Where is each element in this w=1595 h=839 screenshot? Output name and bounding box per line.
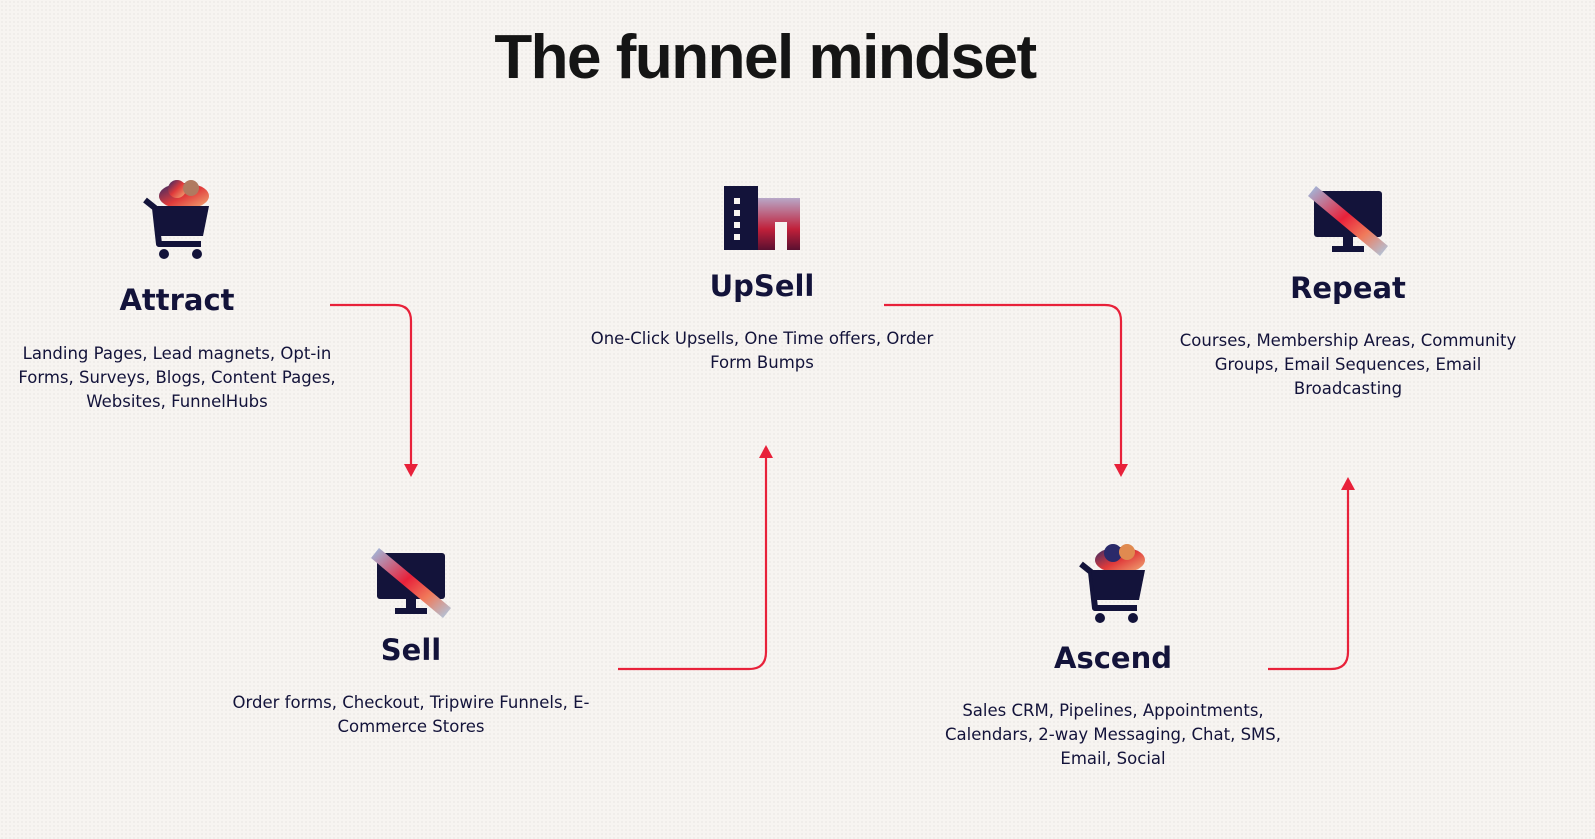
step-repeat: Repeat Courses, Membership Areas, Commun… — [1168, 186, 1528, 401]
step-title: Ascend — [1054, 641, 1172, 675]
step-upsell: UpSell One-Click Upsells, One Time offer… — [582, 184, 942, 375]
arrowhead-upsell — [759, 445, 773, 458]
step-description: Sales CRM, Pipelines, Appointments, Cale… — [945, 701, 1281, 768]
step-description: Courses, Membership Areas, Community Gro… — [1179, 331, 1517, 398]
arrow-ascend-to-repeat — [1268, 488, 1350, 671]
shopping-cart-icon — [1079, 544, 1145, 623]
step-description: Order forms, Checkout, Tripwire Funnels,… — [232, 693, 590, 736]
step-ascend: Ascend Sales CRM, Pipelines, Appointment… — [933, 542, 1293, 771]
arrowhead-repeat — [1341, 477, 1355, 490]
monitor-icon — [1308, 186, 1388, 256]
page-title: The funnel mindset — [494, 23, 1037, 92]
step-description: One-Click Upsells, One Time offers, Orde… — [590, 329, 934, 372]
monitor-icon — [371, 548, 451, 618]
shopping-cart-icon — [143, 180, 209, 259]
arrowhead-ascend — [1114, 464, 1128, 477]
step-title: UpSell — [709, 269, 815, 303]
arrowhead-sell — [404, 464, 418, 477]
step-title: Attract — [119, 283, 235, 317]
building-icon — [724, 186, 800, 250]
step-sell: Sell Order forms, Checkout, Tripwire Fun… — [231, 548, 591, 739]
step-title: Sell — [380, 633, 442, 667]
arrow-attract-to-sell — [330, 303, 413, 466]
step-attract: Attract Landing Pages, Lead magnets, Opt… — [0, 178, 357, 414]
step-title: Repeat — [1290, 271, 1406, 305]
arrow-sell-to-upsell — [618, 456, 768, 671]
arrow-upsell-to-ascend — [884, 303, 1123, 466]
step-description: Landing Pages, Lead magnets, Opt-in Form… — [18, 344, 336, 411]
